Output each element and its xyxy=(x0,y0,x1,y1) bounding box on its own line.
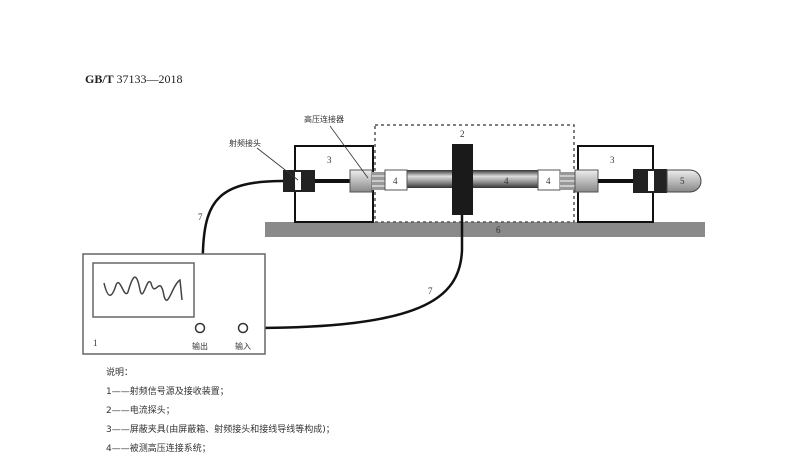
figure-legend: 说明： 1——射频信号源及接收装置； 2——电流探头； 3——屏蔽夹具(由屏蔽箱… xyxy=(106,364,335,459)
legend-item: 3——屏蔽夹具(由屏蔽箱、射频接头和接线导线等构成)； xyxy=(106,425,335,435)
output-port xyxy=(194,322,206,334)
instrument-screen xyxy=(92,262,195,318)
rf-connector-left xyxy=(283,170,315,192)
waveform-icon xyxy=(103,276,183,301)
cable-left-number: 7 xyxy=(198,212,203,222)
legend-item: 2——电流探头； xyxy=(106,406,175,416)
connector-ribs-right xyxy=(560,172,575,190)
legend-item: 4——被测高压连接系统； xyxy=(106,444,211,454)
system-box-left xyxy=(384,169,408,191)
ground-plane xyxy=(265,222,705,237)
hv-connector-right xyxy=(574,169,599,193)
input-port xyxy=(237,322,249,334)
legend-item: 1——射频信号源及接收装置； xyxy=(106,387,229,397)
current-probe xyxy=(452,144,473,215)
document-header: GB/T 37133—2018 xyxy=(85,72,182,87)
system-left-number: 4 xyxy=(393,176,398,186)
standard-number: 37133—2018 xyxy=(116,72,183,86)
cable-number: 4 xyxy=(504,176,509,186)
hv-connector-label: 高压连接器 xyxy=(304,114,344,124)
load-termination xyxy=(666,169,702,193)
system-right-number: 4 xyxy=(546,176,551,186)
base-number: 6 xyxy=(496,225,501,235)
hv-connector-left xyxy=(349,169,373,193)
legend-title: 说明： xyxy=(106,368,134,378)
probe-number: 2 xyxy=(460,129,465,139)
coax-cable-right xyxy=(249,215,464,330)
cable-right-number: 7 xyxy=(428,286,433,296)
input-label: 输入 xyxy=(235,341,251,351)
fixture-right-number: 3 xyxy=(610,155,615,165)
instrument-number: 1 xyxy=(93,338,98,348)
rf-connector-label: 射频接头 xyxy=(229,138,261,148)
fixture-left-number: 3 xyxy=(327,155,332,165)
coax-cable-left xyxy=(198,179,284,323)
standard-prefix: GB/T xyxy=(85,72,114,86)
load-number: 5 xyxy=(680,176,685,186)
connector-ribs-left xyxy=(372,172,385,190)
rf-connector-right xyxy=(633,169,667,193)
output-label: 输出 xyxy=(192,341,208,351)
